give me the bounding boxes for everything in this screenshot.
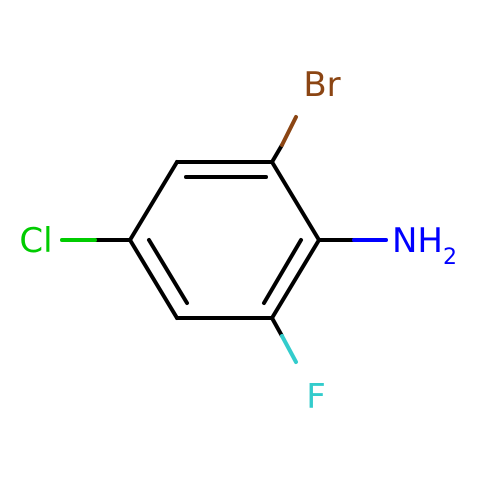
benzene-ring: [128, 160, 321, 320]
atom-label-bromine: Br: [303, 65, 340, 105]
ring-bond-c5-c6: [270, 238, 321, 320]
ring-bond-c3-c4: [128, 238, 179, 320]
ring-inner-bond-right: [262, 238, 303, 305]
ring-bond-c2-c3: [128, 160, 179, 242]
bond-c-br-carbon-half: [270, 143, 284, 164]
atom-label-amine-subscript: 2: [443, 245, 457, 270]
ring-inner-bond-lower-left: [147, 238, 189, 305]
atom-label-amine: NH 2: [392, 221, 457, 270]
bond-c-f: [270, 316, 298, 364]
atom-label-fluorine: F: [306, 377, 326, 417]
atom-label-amine-symbol: NH: [392, 221, 443, 261]
bond-c-f-fluorine-half: [280, 334, 298, 364]
bond-c-br-bromine-half: [280, 115, 298, 147]
atom-label-chlorine: Cl: [19, 221, 52, 261]
bond-c-br: [270, 115, 298, 164]
bond-c-f-carbon-half: [270, 316, 284, 338]
ring-bond-c6-c1: [270, 160, 321, 242]
